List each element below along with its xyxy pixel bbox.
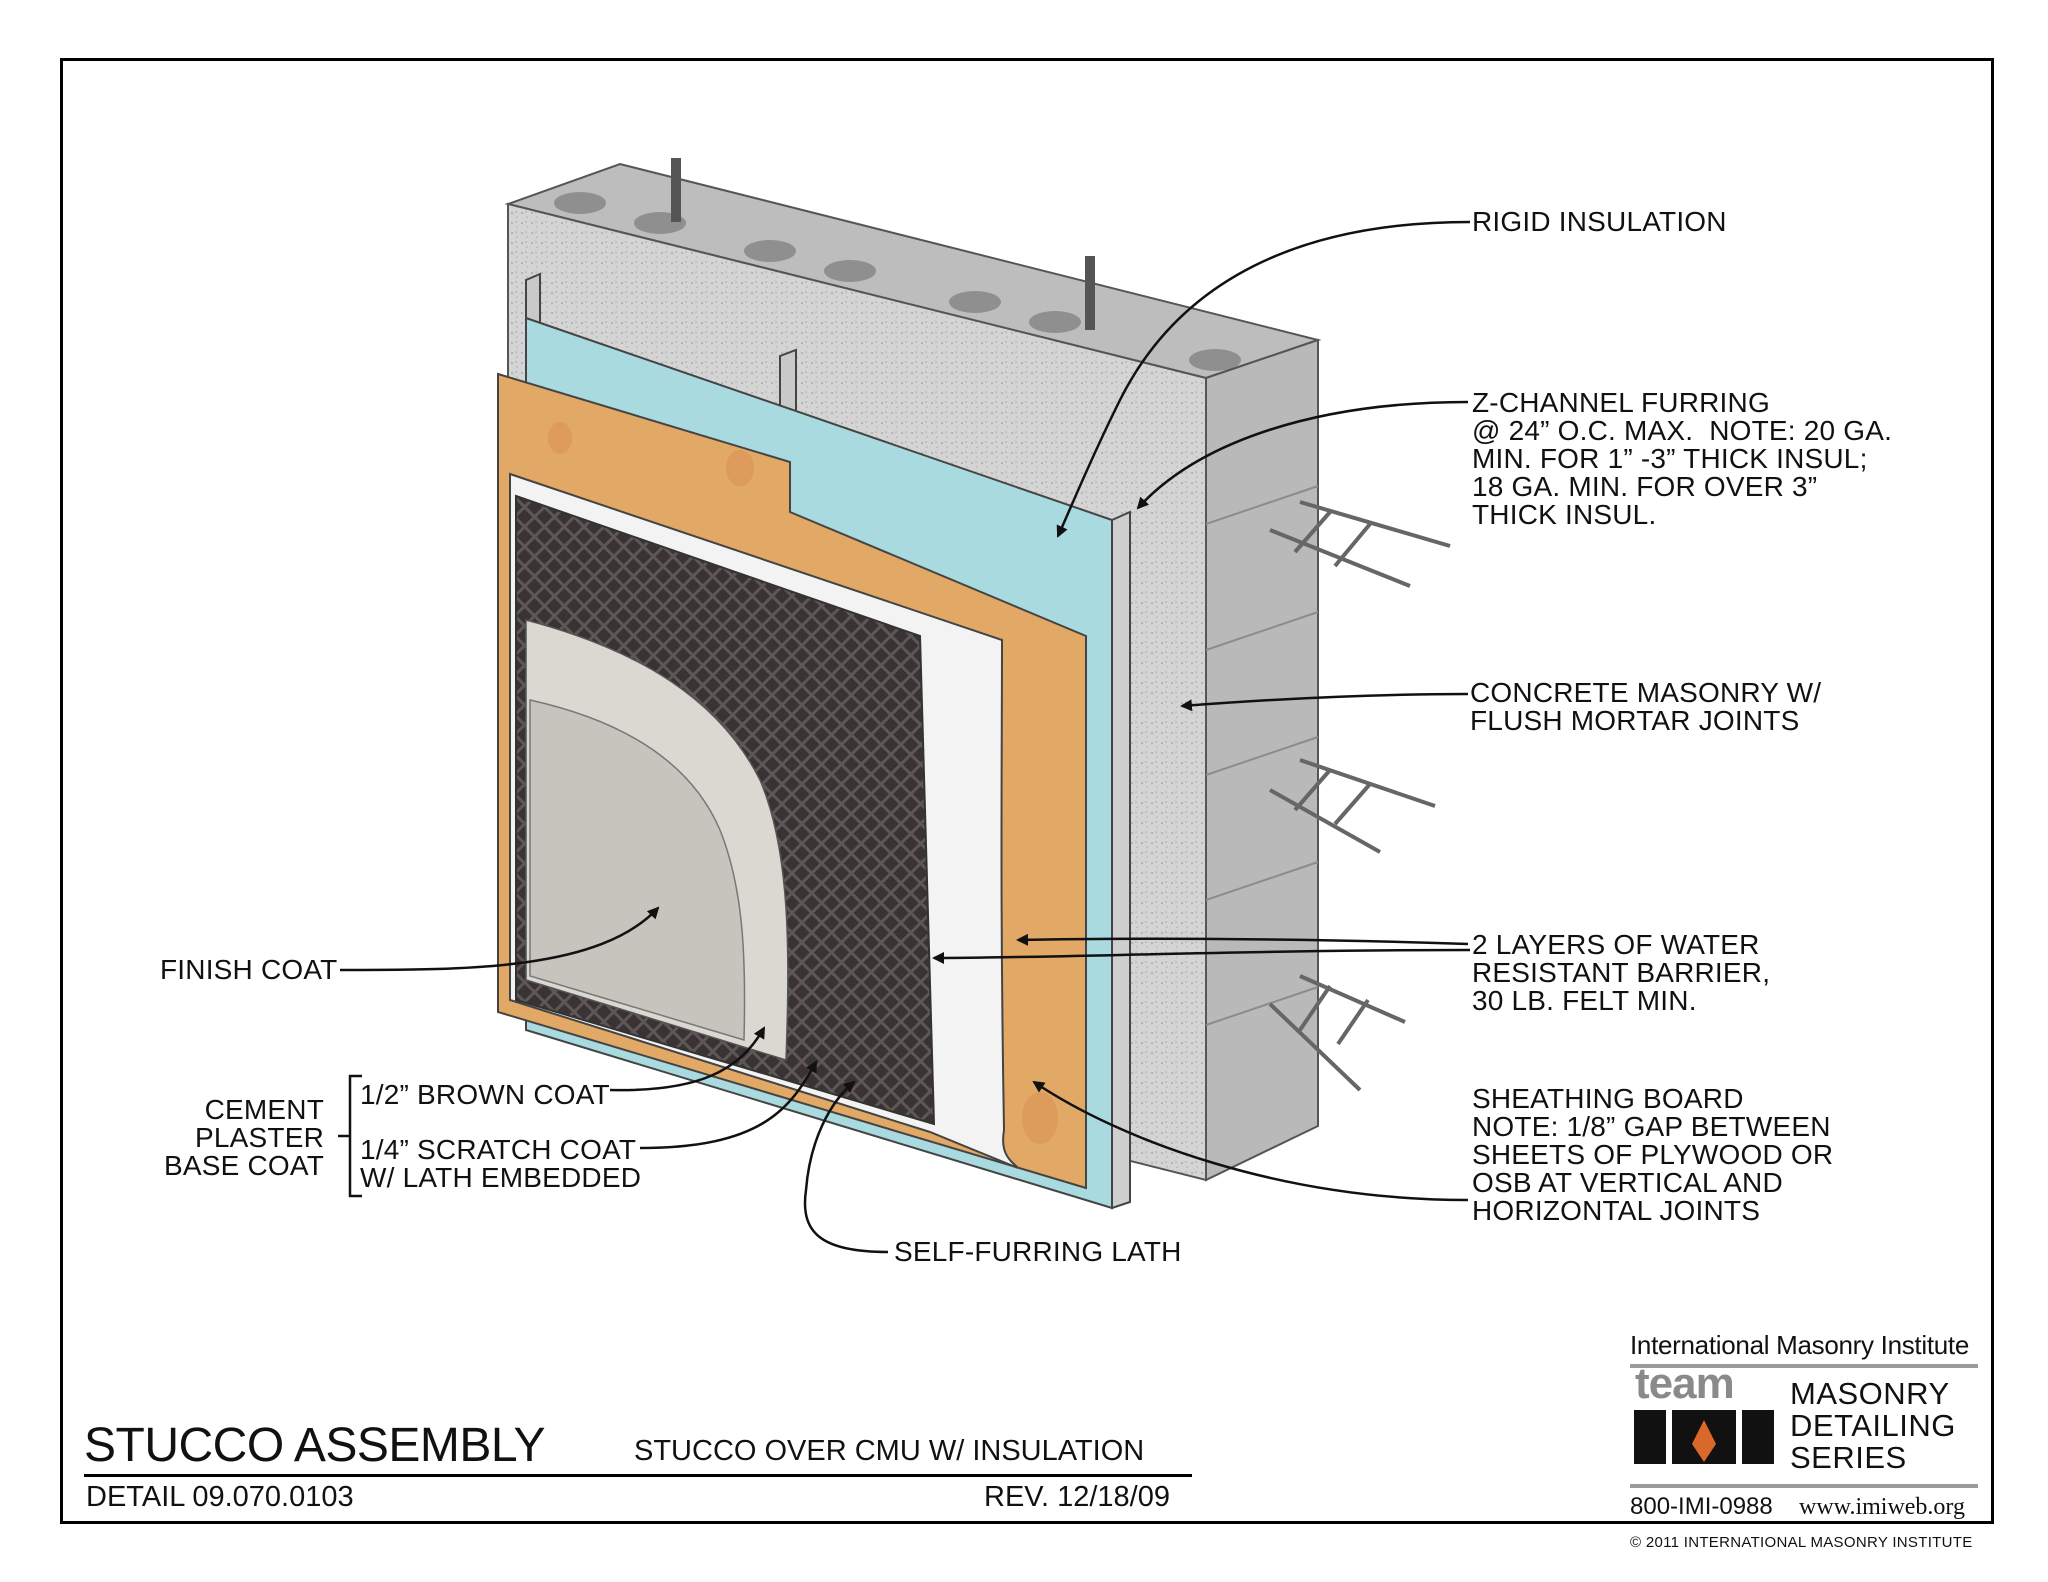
label-self-furring-lath: SELF-FURRING LATH bbox=[894, 1236, 1182, 1267]
leader-brown-coat bbox=[609, 1026, 766, 1092]
logo-divider bbox=[1630, 1364, 1978, 1368]
mortar-joints bbox=[1205, 485, 1319, 1026]
leader-scratch-coat bbox=[639, 1060, 818, 1150]
label-finish-coat: FINISH COAT bbox=[160, 954, 338, 985]
label-cement-plaster: CEMENT PLASTER BASE COAT bbox=[164, 1094, 324, 1181]
cmu-core bbox=[824, 260, 876, 282]
leader-lines bbox=[338, 220, 1471, 1254]
leader-z-channel bbox=[1136, 400, 1469, 510]
cmu-core bbox=[554, 192, 606, 214]
team-logo-word: team bbox=[1635, 1359, 1735, 1408]
cmu-core bbox=[744, 240, 796, 262]
leader-water-barrier-2 bbox=[932, 948, 1471, 964]
detail-number: DETAIL 09.070.0103 bbox=[86, 1481, 354, 1513]
label-z-channel-furring: Z-CHANNEL FURRING @ 24” O.C. MAX. NOTE: … bbox=[1472, 387, 1893, 530]
organization-name: International Masonry Institute bbox=[1630, 1330, 1969, 1360]
leader-finish-coat bbox=[339, 906, 660, 972]
label-brown-coat: 1/2” BROWN COAT bbox=[360, 1079, 610, 1110]
finish-coat bbox=[529, 699, 746, 1041]
phone-number: 800-IMI-0988 bbox=[1630, 1493, 1773, 1520]
title-rule bbox=[84, 1474, 1192, 1477]
leader-concrete-masonry bbox=[1180, 692, 1469, 712]
cmu-core bbox=[1029, 311, 1081, 333]
label-sheathing-board: SHEATHING BOARD NOTE: 1/8” GAP BETWEEN S… bbox=[1472, 1083, 1834, 1226]
label-water-barrier: 2 LAYERS OF WATER RESISTANT BARRIER, 30 … bbox=[1472, 929, 1771, 1016]
page-subtitle: STUCCO OVER CMU W/ INSULATION bbox=[634, 1435, 1145, 1467]
rebar bbox=[1085, 256, 1095, 330]
leader-sheathing bbox=[1032, 1080, 1469, 1202]
drawing-border bbox=[60, 58, 1994, 1524]
series-name: MASONRY DETAILING SERIES bbox=[1790, 1376, 1956, 1475]
revision-date: REV. 12/18/09 bbox=[984, 1481, 1170, 1513]
joint-reinforcement bbox=[1268, 500, 1451, 1092]
cmu-core bbox=[1189, 349, 1241, 371]
leader-rigid-insulation bbox=[1056, 220, 1471, 538]
label-rigid-insulation: RIGID INSULATION bbox=[1472, 206, 1727, 237]
page-title: STUCCO ASSEMBLY bbox=[84, 1419, 546, 1472]
leader-water-barrier-1 bbox=[1016, 933, 1469, 946]
cmu-core bbox=[949, 291, 1001, 313]
sheathing-grain bbox=[548, 422, 1058, 1144]
logo-divider-bottom bbox=[1630, 1484, 1978, 1488]
website: www.imiweb.org bbox=[1799, 1494, 1965, 1520]
label-concrete-masonry: CONCRETE MASONRY W/ FLUSH MORTAR JOINTS bbox=[1470, 677, 1822, 736]
label-scratch-coat: 1/4” SCRATCH COAT W/ LATH EMBEDDED bbox=[360, 1134, 642, 1193]
leader-self-furring-lath bbox=[803, 1080, 889, 1254]
bracket-cement-plaster bbox=[338, 1074, 362, 1198]
rebar bbox=[671, 158, 681, 222]
cmu-side-face bbox=[1205, 338, 1319, 1182]
copyright: © 2011 INTERNATIONAL MASONRY INSTITUTE bbox=[1630, 1534, 1973, 1551]
imi-logo-icon bbox=[1634, 1410, 1774, 1464]
